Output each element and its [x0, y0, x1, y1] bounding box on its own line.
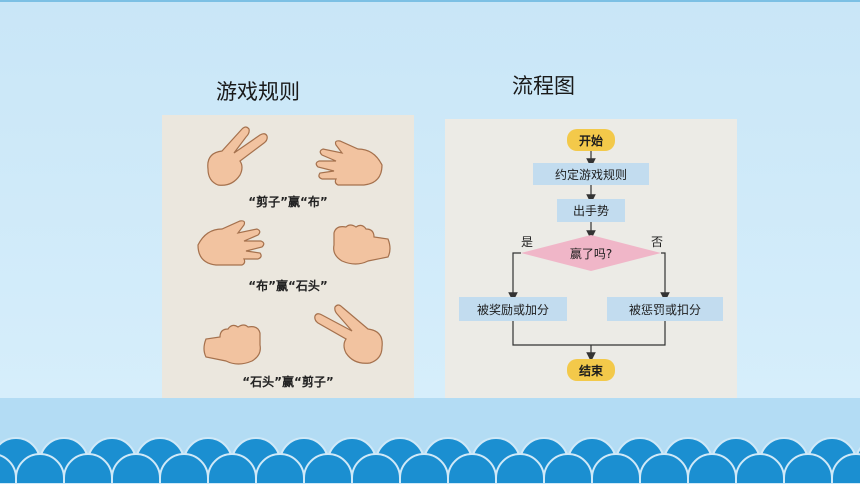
- no-label: 否: [651, 235, 664, 249]
- agree-rules-node: 约定游戏规则: [533, 163, 649, 185]
- reward-node: 被奖励或加分: [459, 297, 567, 321]
- rock-hand-icon: [203, 324, 261, 365]
- rule-caption-2: “布”赢“石头”: [248, 279, 328, 293]
- decision-label: 赢了吗?: [569, 246, 613, 261]
- rules-illustration: “剪子”赢“布” “布”赢“石头” “石头”赢“剪子”: [162, 115, 414, 400]
- scissors-hand-icon: [314, 304, 383, 364]
- paper-hand-icon: [315, 140, 383, 186]
- scissors-hand-icon: [207, 126, 268, 186]
- rock-hand-icon: [333, 224, 391, 265]
- paper-hand-icon: [197, 220, 265, 266]
- yes-label: 是: [521, 235, 534, 249]
- rule-caption-3: “石头”赢“剪子”: [242, 375, 334, 389]
- show-hand-node: 出手势: [557, 199, 625, 222]
- decision-diamond: [521, 235, 661, 271]
- wave-decoration: [0, 432, 860, 484]
- start-node: 开始: [567, 129, 615, 151]
- flowchart-connectors: [508, 151, 670, 362]
- flowchart-title: 流程图: [512, 74, 575, 98]
- rules-title: 游戏规则: [216, 80, 300, 104]
- end-node: 结束: [567, 359, 615, 381]
- punish-node: 被惩罚或扣分: [607, 297, 723, 321]
- rule-caption-1: “剪子”赢“布”: [248, 195, 328, 209]
- flowchart-panel: 开始 约定游戏规则 出手势 赢了吗? 是 否 被奖励或加分 被惩罚或扣分 结束: [445, 119, 737, 400]
